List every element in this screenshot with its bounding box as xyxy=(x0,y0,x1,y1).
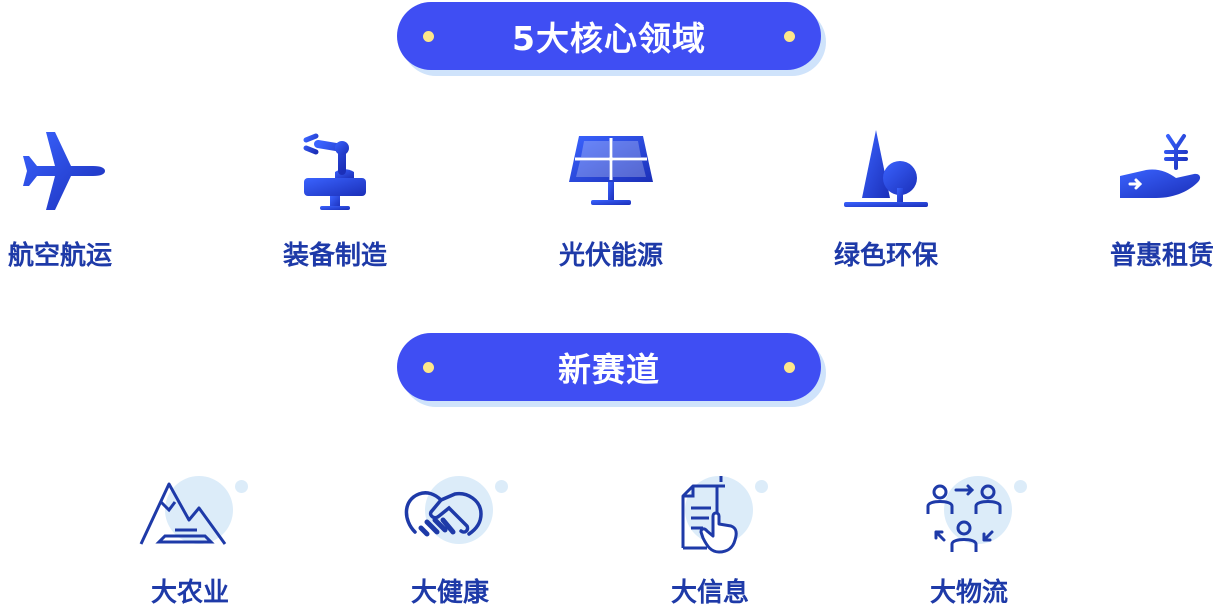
domain-equipment[interactable]: 装备制造 xyxy=(255,125,415,275)
domain-label: 装备制造 xyxy=(282,241,387,271)
track-agriculture[interactable]: 大农业 xyxy=(100,470,280,609)
robot-arm-icon xyxy=(289,125,381,217)
track-label: 大农业 xyxy=(150,578,229,608)
track-label: 大物流 xyxy=(929,578,1008,608)
icon-dot xyxy=(235,480,248,493)
people-exchange-icon xyxy=(926,484,1002,552)
mountain-icon xyxy=(139,482,227,545)
pill-dot-right xyxy=(784,31,795,42)
domain-label: 光伏能源 xyxy=(558,241,663,271)
icon-dot xyxy=(755,480,768,493)
pill-dot-left xyxy=(423,31,434,42)
icon-dot xyxy=(495,480,508,493)
core-domains-title: 5大核心领域 xyxy=(397,2,821,70)
new-tracks-title-text: 新赛道 xyxy=(558,350,660,389)
pill-dot-right xyxy=(784,362,795,373)
domain-aviation[interactable]: 航空航运 xyxy=(0,125,140,275)
domain-leasing[interactable]: 普惠租赁 xyxy=(1082,125,1222,275)
track-health[interactable]: 大健康 xyxy=(360,470,540,609)
track-logistics[interactable]: 大物流 xyxy=(879,470,1059,609)
pill-dot-left xyxy=(423,362,434,373)
track-label: 大信息 xyxy=(670,578,749,608)
airplane-icon xyxy=(14,125,106,217)
tree-icon xyxy=(840,125,932,217)
domain-label: 普惠租赁 xyxy=(1109,241,1214,271)
new-tracks-title: 新赛道 xyxy=(397,333,821,401)
core-domains-title-text: 5大核心领域 xyxy=(512,19,706,58)
handshake-icon xyxy=(404,491,483,537)
domain-label: 航空航运 xyxy=(7,241,112,271)
track-information[interactable]: 大信息 xyxy=(620,470,800,609)
icon-dot xyxy=(1014,480,1027,493)
track-label: 大健康 xyxy=(410,578,489,608)
document-touch-icon xyxy=(681,476,738,554)
domain-label: 绿色环保 xyxy=(833,241,938,271)
domain-green[interactable]: 绿色环保 xyxy=(806,125,966,275)
hand-yuan-icon xyxy=(1116,125,1208,217)
domain-solar[interactable]: 光伏能源 xyxy=(531,125,691,275)
solar-panel-icon xyxy=(565,125,657,217)
